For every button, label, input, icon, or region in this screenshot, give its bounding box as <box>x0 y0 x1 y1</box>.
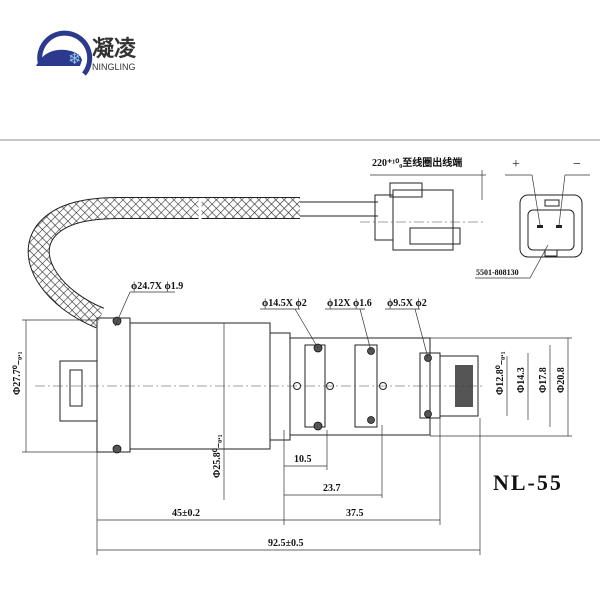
logo-brand-en: NINGLING <box>92 62 136 72</box>
connector-front-view: + − 5501-808130 <box>475 157 590 279</box>
dim-23-7: 23.7 <box>323 483 341 494</box>
dim-14-3: Φ14.3 <box>516 367 527 393</box>
dim-25-8: Φ25.8⁰₋₀.₁ <box>212 434 223 478</box>
oring-label-3: ϕ12X ϕ1.6 <box>327 298 372 309</box>
dim-92-5: 92.5±0.5 <box>268 538 304 549</box>
dim-27-7: Φ27.7⁰₋₀.₁ <box>12 351 23 395</box>
dim-17-8: Φ17.8 <box>538 367 549 393</box>
model-number: NL-55 <box>493 470 563 495</box>
oring-callouts: ϕ24.7X ϕ1.9 ϕ14.5X ϕ2 ϕ12X ϕ1.6 ϕ9.5X ϕ2 <box>114 281 429 359</box>
oring-label-1: ϕ24.7X ϕ1.9 <box>131 281 183 292</box>
braided-cable <box>27 197 378 329</box>
valve-body <box>35 316 485 454</box>
cable-length-label: 220⁺¹⁰₀至线圈出线端 <box>372 156 462 169</box>
dim-20-8: Φ20.8 <box>556 367 567 393</box>
dim-45: 45±0.2 <box>172 508 200 519</box>
oring-label-2: ϕ14.5X ϕ2 <box>262 298 307 309</box>
part-number: 5501-808130 <box>476 268 519 277</box>
connector-side-view: 220⁺¹⁰₀至线圈出线端 <box>360 156 486 251</box>
minus-label: − <box>573 157 581 172</box>
dim-12-8: Φ12.8⁰₋₀.₁ <box>495 351 506 395</box>
dim-37-5: 37.5 <box>346 508 364 519</box>
logo-brand-cn: 凝凌 <box>92 36 137 62</box>
plus-label: + <box>512 157 520 172</box>
oring-label-4: ϕ9.5X ϕ2 <box>387 298 427 309</box>
dimension-lines: Φ27.7⁰₋₀.₁ Φ25.8⁰₋₀.₁ Φ12.8⁰₋₀.₁ Φ14.3 Φ… <box>12 319 572 555</box>
snowflake-icon: ❄ <box>68 49 81 68</box>
ningling-logo: ❄ 凝凌 NINGLING <box>36 30 137 76</box>
dim-10-5: 10.5 <box>294 454 312 465</box>
